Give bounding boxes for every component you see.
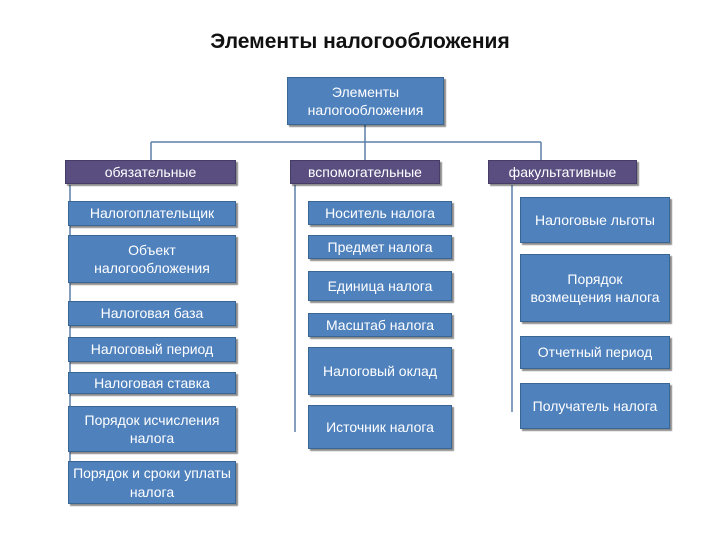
list-item: Получатель налога bbox=[520, 383, 670, 429]
list-item: Носитель налога bbox=[308, 201, 452, 225]
page-title: Элементы налогообложения bbox=[210, 30, 510, 53]
root-node-label: Элементы налогообложения bbox=[307, 83, 424, 118]
list-item: Объект налогообложения bbox=[68, 235, 236, 283]
list-item: Порядок исчисления налога bbox=[68, 406, 236, 452]
list-item: Налоговые льготы bbox=[520, 197, 670, 243]
header-label: обязательные bbox=[104, 163, 197, 180]
list-item: Порядок и сроки уплаты налога bbox=[68, 461, 236, 504]
list-item: Источник налога bbox=[308, 405, 452, 449]
list-item: Масштаб налога bbox=[308, 313, 452, 337]
header-label: факультативные bbox=[508, 163, 617, 180]
header-mandatory: обязательные bbox=[65, 160, 236, 184]
list-item: Налогоплательщик bbox=[68, 201, 236, 226]
list-item: Налоговая база bbox=[68, 301, 236, 326]
list-item: Налоговый период bbox=[68, 337, 236, 362]
list-item: Отчетный период bbox=[520, 336, 670, 369]
list-item: Единица налога bbox=[308, 271, 452, 301]
list-item: Предмет налога bbox=[308, 235, 452, 259]
list-item: Налоговая ставка bbox=[68, 372, 236, 394]
root-node: Элементы налогообложения bbox=[287, 77, 444, 125]
list-item: Порядок возмещения налога bbox=[520, 254, 670, 322]
header-label: вспомогательные bbox=[308, 163, 422, 180]
header-auxiliary: вспомогательные bbox=[290, 160, 440, 184]
header-optional: факультативные bbox=[488, 160, 637, 184]
list-item: Налоговый оклад bbox=[308, 347, 452, 395]
